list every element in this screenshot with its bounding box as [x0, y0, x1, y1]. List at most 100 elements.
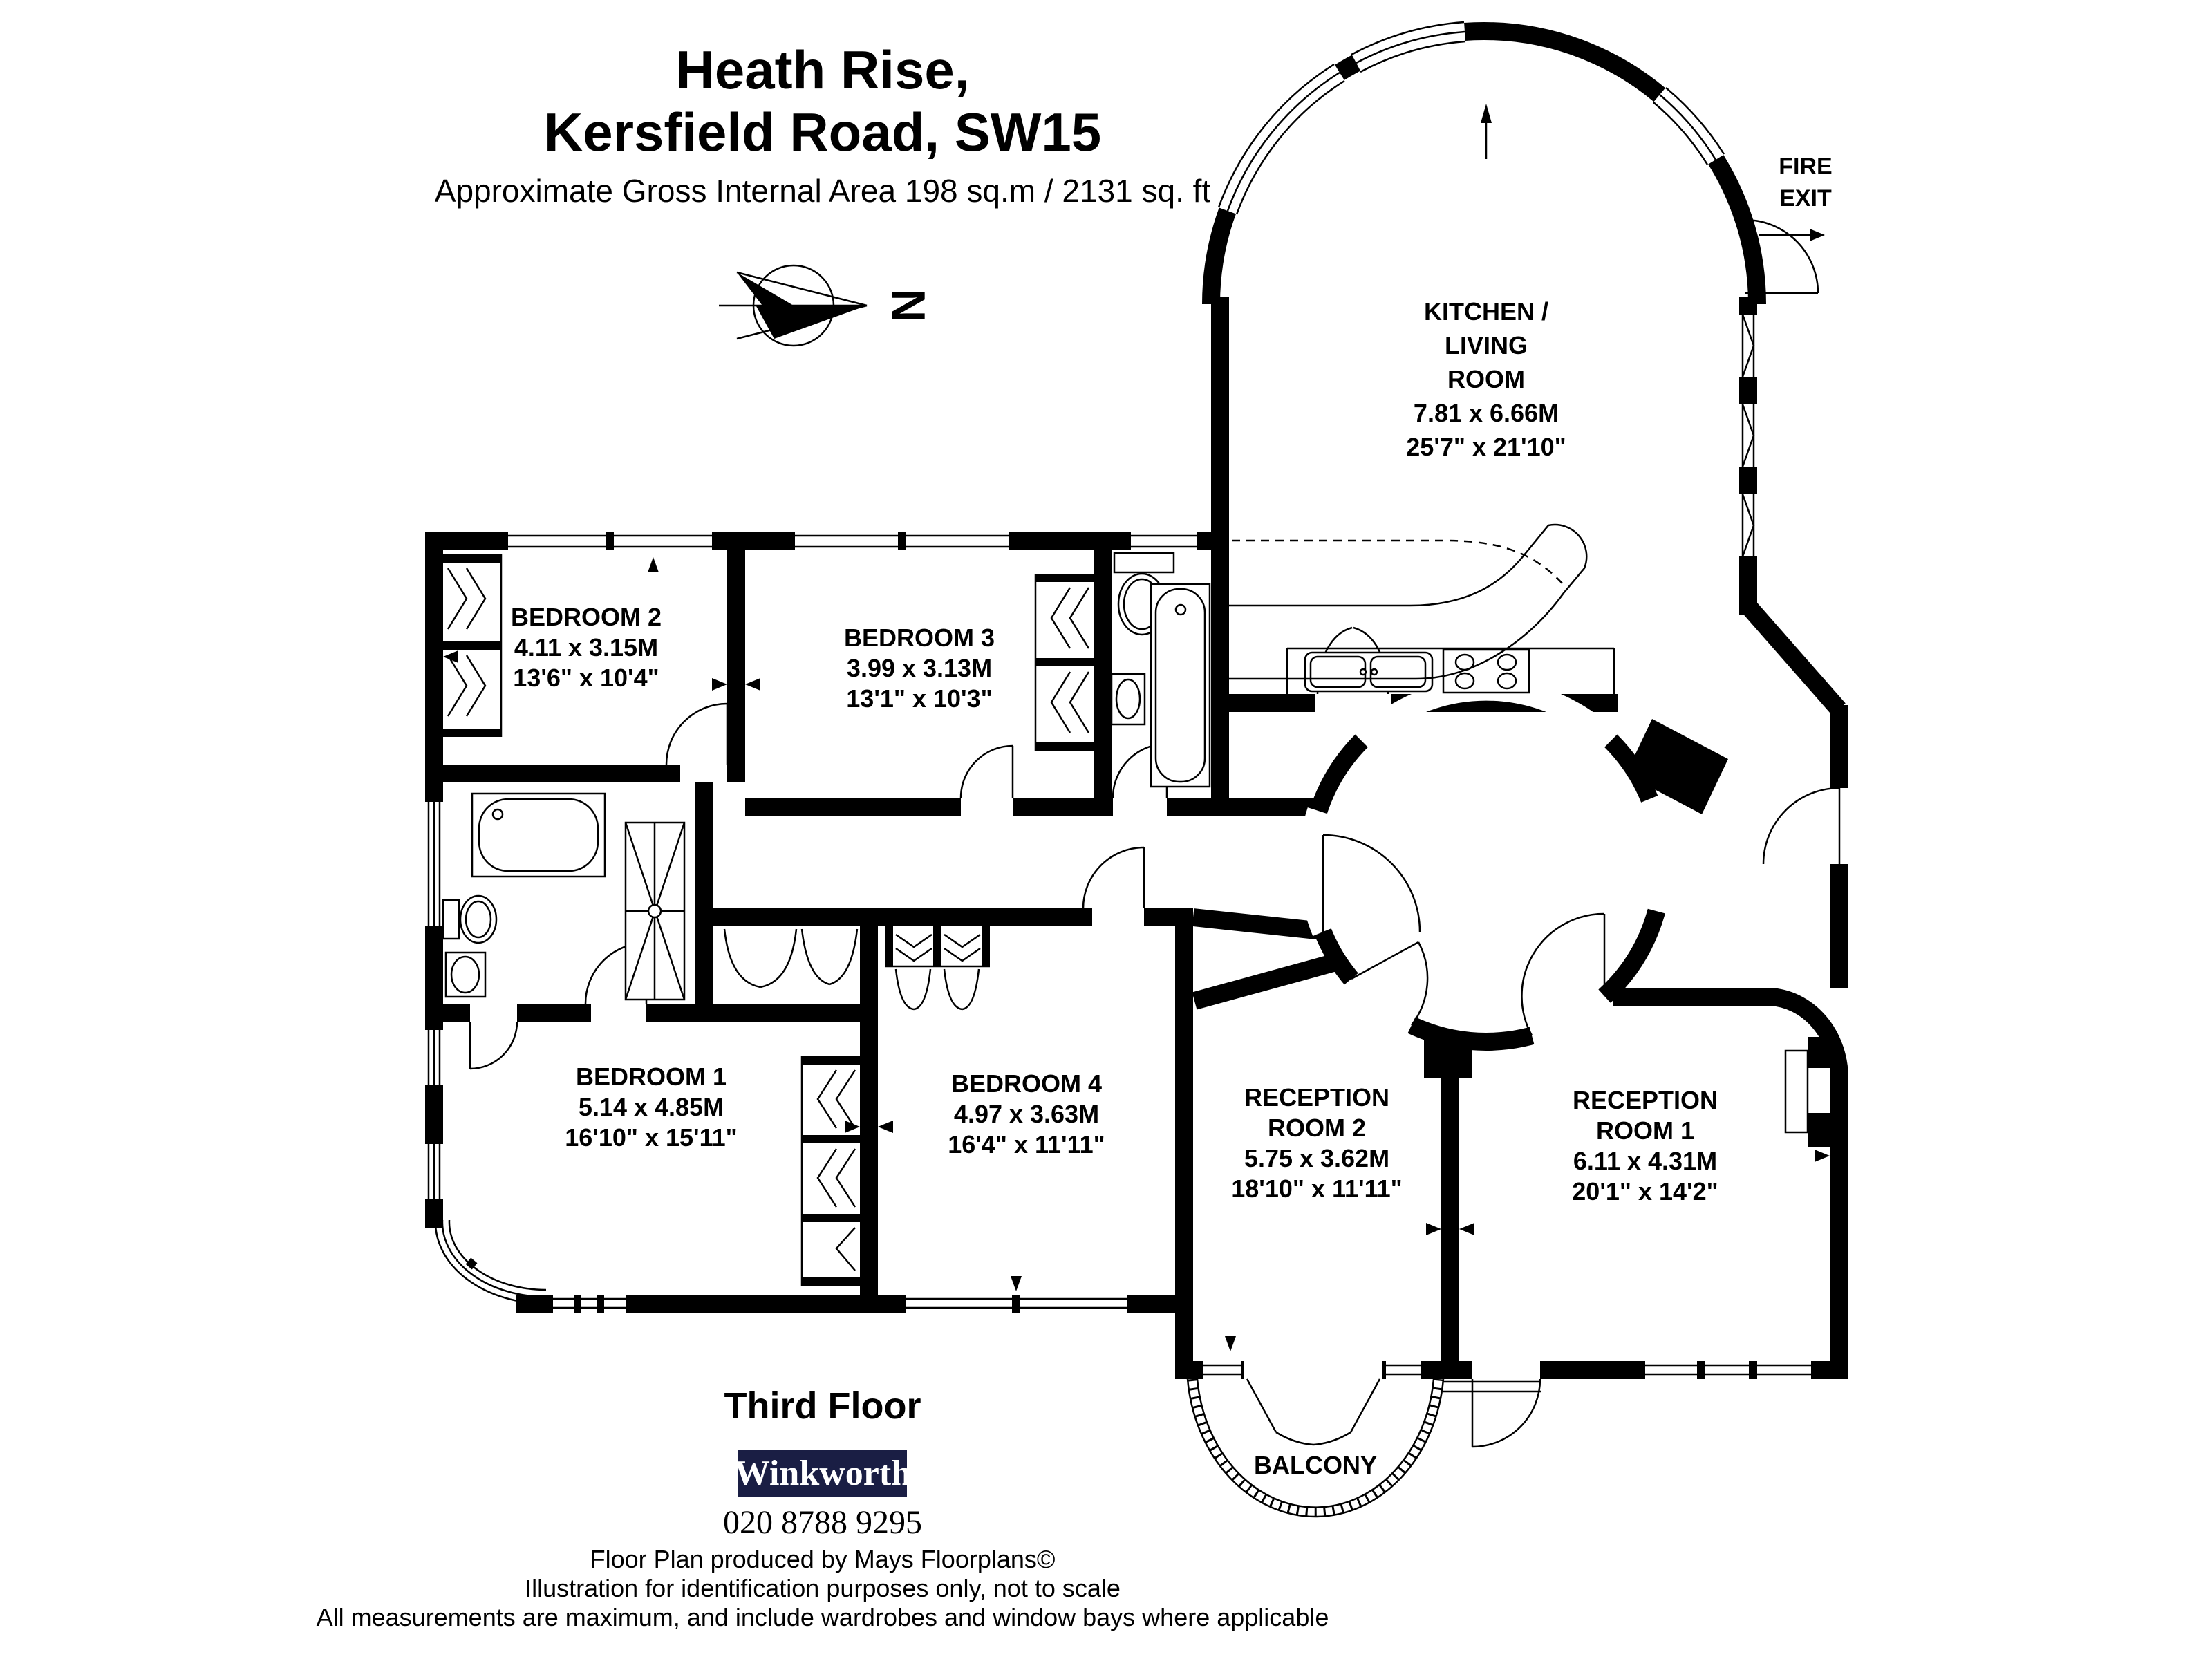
- winkworth-logo-text: Winkworth: [734, 1454, 911, 1493]
- room-name: BEDROOM 2: [511, 603, 662, 631]
- compass-north-label: N: [882, 288, 935, 322]
- room-dims-metric: 5.14 x 4.85M: [579, 1093, 724, 1121]
- room-dims-imperial: 16'4" x 11'11": [948, 1130, 1105, 1159]
- room-name: ROOM 1: [1596, 1116, 1694, 1145]
- wall: [860, 908, 878, 1313]
- room-name: BEDROOM 1: [576, 1062, 727, 1091]
- page-subtitle: Approximate Gross Internal Area 198 sq.m…: [435, 173, 1211, 209]
- hall-opening-reception1: [1528, 987, 1612, 1047]
- page-title-line2: Kersfield Road, SW15: [544, 102, 1101, 162]
- hall-opening-reception2: [1342, 971, 1417, 1035]
- room-dims-imperial: 16'10" x 15'11": [565, 1123, 737, 1152]
- reception-room-1-label: RECEPTION ROOM 1 6.11 x 4.31M 20'1" x 14…: [1572, 1086, 1718, 1206]
- reception-room-2-label: RECEPTION ROOM 2 5.75 x 3.62M 18'10" x 1…: [1231, 1083, 1402, 1203]
- wall: [713, 798, 1324, 816]
- kitchen-sink: [1304, 651, 1434, 693]
- bay-window-gap: [1217, 63, 1346, 215]
- room-name: RECEPTION: [1244, 1083, 1389, 1112]
- wall: [1613, 988, 1770, 1006]
- room-dims-metric: 7.81 x 6.66M: [1414, 399, 1559, 427]
- wall: [1626, 719, 1728, 814]
- room-name: BEDROOM 3: [844, 624, 995, 652]
- compass-edge-upper: [736, 271, 868, 307]
- room-name: RECEPTION: [1573, 1086, 1718, 1114]
- wall: [1211, 297, 1229, 816]
- wall: [425, 532, 443, 782]
- wall: [1094, 532, 1112, 816]
- north-compass: N: [719, 264, 935, 347]
- bay-window-gap: [1652, 86, 1725, 166]
- wall: [1441, 1078, 1459, 1361]
- basin: [1115, 678, 1141, 720]
- footer-disclaimer-2: All measurements are maximum, and includ…: [317, 1603, 1329, 1631]
- winkworth-logo: [738, 1450, 907, 1497]
- bath-tap-icon: [491, 808, 504, 821]
- footer-disclaimer-1: Illustration for identification purposes…: [525, 1574, 1121, 1602]
- fire-exit: FIRE EXIT: [1759, 153, 1833, 241]
- bath-tap-icon: [1174, 603, 1187, 616]
- door-swings: [469, 218, 1841, 1448]
- toilet-cistern: [442, 899, 460, 940]
- footer: Third Floor Winkworth 020 8788 9295 Floo…: [317, 1385, 1329, 1631]
- footer-credit: Floor Plan produced by Mays Floorplans©: [590, 1545, 1056, 1573]
- room-dims-imperial: 13'6" x 10'4": [513, 664, 659, 692]
- kitchen-fittings: [1229, 523, 1615, 694]
- fireplace-opening: [1808, 1068, 1830, 1113]
- room-dims-metric: 5.75 x 3.62M: [1244, 1144, 1389, 1172]
- compass-fin-icon: [737, 272, 794, 308]
- room-name: KITCHEN /: [1424, 297, 1548, 326]
- wall: [1769, 988, 1848, 1079]
- bay-window-glazing: [1217, 21, 1725, 215]
- wall: [1192, 908, 1324, 940]
- bathtub-inner: [1154, 588, 1206, 783]
- page-title-line1: Heath Rise,: [676, 39, 970, 100]
- room-name: ROOM 2: [1268, 1114, 1366, 1142]
- room-dims-imperial: 20'1" x 14'2": [1572, 1177, 1718, 1206]
- shower: [624, 821, 686, 1001]
- room-dims-imperial: 18'10" x 11'11": [1231, 1174, 1402, 1203]
- room-name: LIVING: [1445, 331, 1528, 359]
- balcony-label: BALCONY: [1254, 1451, 1377, 1479]
- bathtub-inner: [478, 798, 599, 872]
- hob: [1442, 648, 1530, 694]
- bay-wall: [1202, 22, 1766, 305]
- windows: [425, 314, 1811, 1379]
- bedroom-1-label: BEDROOM 1 5.14 x 4.85M 16'10" x 15'11": [565, 1062, 737, 1152]
- wardrobes: [443, 554, 1094, 1286]
- hallway-ring: [1298, 678, 1674, 1051]
- kitchen-bay: [1202, 21, 1766, 305]
- bedroom-2-label: BEDROOM 2 4.11 x 3.15M 13'6" x 10'4": [511, 603, 662, 692]
- room-dims-metric: 6.11 x 4.31M: [1573, 1147, 1717, 1175]
- room-name: ROOM: [1447, 365, 1525, 393]
- fire-exit-label-line2: EXIT: [1779, 185, 1832, 212]
- wall: [1175, 908, 1193, 1379]
- wall: [727, 532, 745, 782]
- room-dims-metric: 3.99 x 3.13M: [847, 654, 992, 682]
- fire-exit-label-line1: FIRE: [1779, 153, 1832, 180]
- bedroom-4-label: BEDROOM 4 4.97 x 3.63M 16'4" x 11'11": [948, 1069, 1105, 1159]
- dimension-arrows: [443, 104, 1830, 1351]
- fire-exit-arrow-head: [1810, 229, 1825, 241]
- fireplace-hearth: [1784, 1049, 1809, 1134]
- wall: [1830, 1078, 1848, 1379]
- room-dims-metric: 4.97 x 3.63M: [954, 1100, 1099, 1128]
- room-name: BEDROOM 4: [951, 1069, 1102, 1098]
- basin: [450, 955, 480, 994]
- toilet-bowl: [465, 900, 492, 939]
- balcony-edge-inner: [1196, 1378, 1435, 1508]
- toilet-cistern: [1113, 552, 1175, 574]
- room-dims-imperial: 13'1" x 10'3": [846, 684, 992, 713]
- room-dims-imperial: 25'7" x 21'10": [1406, 433, 1566, 461]
- wall: [1830, 864, 1848, 988]
- wall: [1742, 601, 1846, 715]
- wall: [695, 782, 713, 1022]
- balcony-hatch: [1188, 1378, 1443, 1517]
- bathroom-fixtures: [442, 552, 1211, 1001]
- wall: [1192, 953, 1341, 1010]
- room-labels: KITCHEN / LIVING ROOM 7.81 x 6.66M 25'7"…: [511, 297, 1718, 1479]
- bedroom-3-label: BEDROOM 3 3.99 x 3.13M 13'1" x 10'3": [844, 624, 995, 713]
- wall: [1830, 705, 1848, 788]
- bay-window-gap: [1351, 21, 1466, 73]
